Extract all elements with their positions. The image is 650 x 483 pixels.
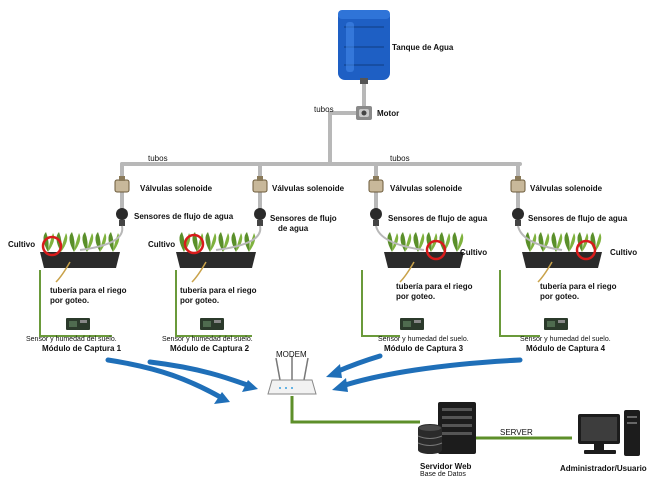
module-4-crop-label: Cultivo [610, 248, 638, 257]
wireless-arrow-1 [105, 357, 225, 401]
server-label-line2: Base de Datos [420, 471, 466, 478]
module-1-capture-label: Módulo de Captura 1 [42, 344, 122, 353]
module-1-sensor-link [39, 270, 112, 337]
sensor-board-icon [200, 318, 224, 330]
module-4-valve-label: Válvulas solenoide [530, 184, 603, 193]
module-2-flow-line2: de agua [278, 224, 309, 233]
module-2-sensor-link [175, 270, 252, 337]
motor-label: Motor [377, 109, 400, 118]
module-2-capture-label: Módulo de Captura 2 [170, 344, 250, 353]
server-label-line1: Servidor Web [420, 462, 472, 471]
solenoid-valve-icon [510, 176, 526, 193]
module-3-capture-label: Módulo de Captura 3 [384, 344, 464, 353]
drip-tube [375, 225, 425, 251]
wireless-arrowhead-4 [332, 378, 348, 392]
module-1-sensor-line1: Sensor y humedad del suelo. [26, 336, 117, 343]
wireless-arrowhead-3 [326, 364, 342, 378]
module-3-sensor-link [361, 270, 400, 337]
soil-sensor-highlight [575, 239, 597, 261]
module-4-sensor-link [499, 270, 540, 337]
module-1-crop-label: Cultivo [8, 240, 36, 249]
drip-tube [79, 225, 124, 251]
solenoid-valve-icon [114, 176, 130, 193]
module-2-drip-line2: por goteo. [180, 296, 220, 305]
wireless-arrow-2 [147, 359, 253, 389]
flow-sensor-icon [370, 208, 382, 226]
module-3-crop-label: Cultivo [460, 248, 488, 257]
wireless-arrows [105, 353, 523, 404]
field-modules [39, 176, 602, 337]
module-1-flow-label: Sensores de flujo de agua [134, 212, 234, 221]
module-3-sensor-line1: Sensor y humedad del suelo. [378, 336, 469, 343]
drip-pointer [399, 261, 415, 283]
sensor-board-icon [66, 318, 90, 330]
module-4-drip-line2: por goteo. [540, 292, 580, 301]
field-module-3 [361, 176, 464, 337]
modem-router-icon [267, 356, 317, 395]
sensor-board-icon [544, 318, 568, 330]
flow-sensor-icon [116, 208, 128, 226]
module-4-drip-line1: tubería para el riego [540, 282, 617, 291]
plant-bed-icon [176, 232, 256, 268]
module-1-drip-line2: por goteo. [50, 296, 90, 305]
module-2-sensor-line1: Sensor y humedad del suelo. [162, 336, 253, 343]
module-2-flow-line1: Sensores de flujo [270, 214, 337, 223]
admin-label: Administrador/Usuario [560, 464, 647, 473]
field-module-2 [175, 176, 268, 337]
module-2-crop-label: Cultivo [148, 240, 176, 249]
drip-pointer [55, 261, 71, 283]
drip-tube [517, 225, 563, 251]
modem-server-link [290, 396, 420, 424]
server-link-label: SERVER [500, 428, 533, 437]
tank-label: Tanque de Agua [392, 43, 454, 52]
module-4-capture-label: Módulo de Captura 4 [526, 344, 606, 353]
module-1-drip-line1: tubería para el riego [50, 286, 127, 295]
module-4-sensor-line1: Sensor y humedad del suelo. [520, 336, 611, 343]
server-database-icon [417, 402, 476, 454]
modem-label: MODEM [276, 350, 307, 359]
drip-pointer [191, 261, 207, 283]
water-tank-icon [338, 10, 390, 84]
network-links [290, 396, 572, 440]
solenoid-valve-icon [368, 176, 384, 193]
soil-sensor-highlight [41, 235, 63, 257]
module-1-valve-label: Válvulas solenoide [140, 184, 213, 193]
computer-workstation-icon [578, 410, 640, 456]
plant-bed-icon [522, 232, 602, 268]
flow-sensor-icon [512, 208, 524, 226]
module-3-drip-line2: por goteo. [396, 292, 436, 301]
module-3-valve-label: Válvulas solenoide [390, 184, 463, 193]
wireless-arrow-3 [333, 353, 383, 375]
module-3-flow-label: Sensores de flujo de agua [388, 214, 488, 223]
drip-tube [215, 225, 262, 251]
module-4-flow-label: Sensores de flujo de agua [528, 214, 628, 223]
solenoid-valve-icon [252, 176, 268, 193]
main-pipes [120, 82, 522, 226]
soil-sensor-highlight [425, 239, 447, 261]
soil-sensor-highlight [183, 233, 205, 255]
flow-sensor-icon [254, 208, 266, 226]
pipes-right-label: tubos [390, 154, 410, 163]
motor-pipe-label: tubos [314, 105, 334, 114]
field-module-4 [499, 176, 602, 337]
motor-icon [356, 106, 372, 120]
pipes-left-label: tubos [148, 154, 168, 163]
field-module-1 [39, 176, 130, 337]
drip-pointer [537, 261, 553, 283]
sensor-board-icon [400, 318, 424, 330]
wireless-arrow-4 [339, 357, 523, 389]
wireless-arrowhead-2 [242, 380, 258, 392]
module-2-valve-label: Válvulas solenoide [272, 184, 345, 193]
wireless-arrowhead-1 [214, 392, 230, 404]
module-3-drip-line1: tubería para el riego [396, 282, 473, 291]
module-2-drip-line1: tubería para el riego [180, 286, 257, 295]
